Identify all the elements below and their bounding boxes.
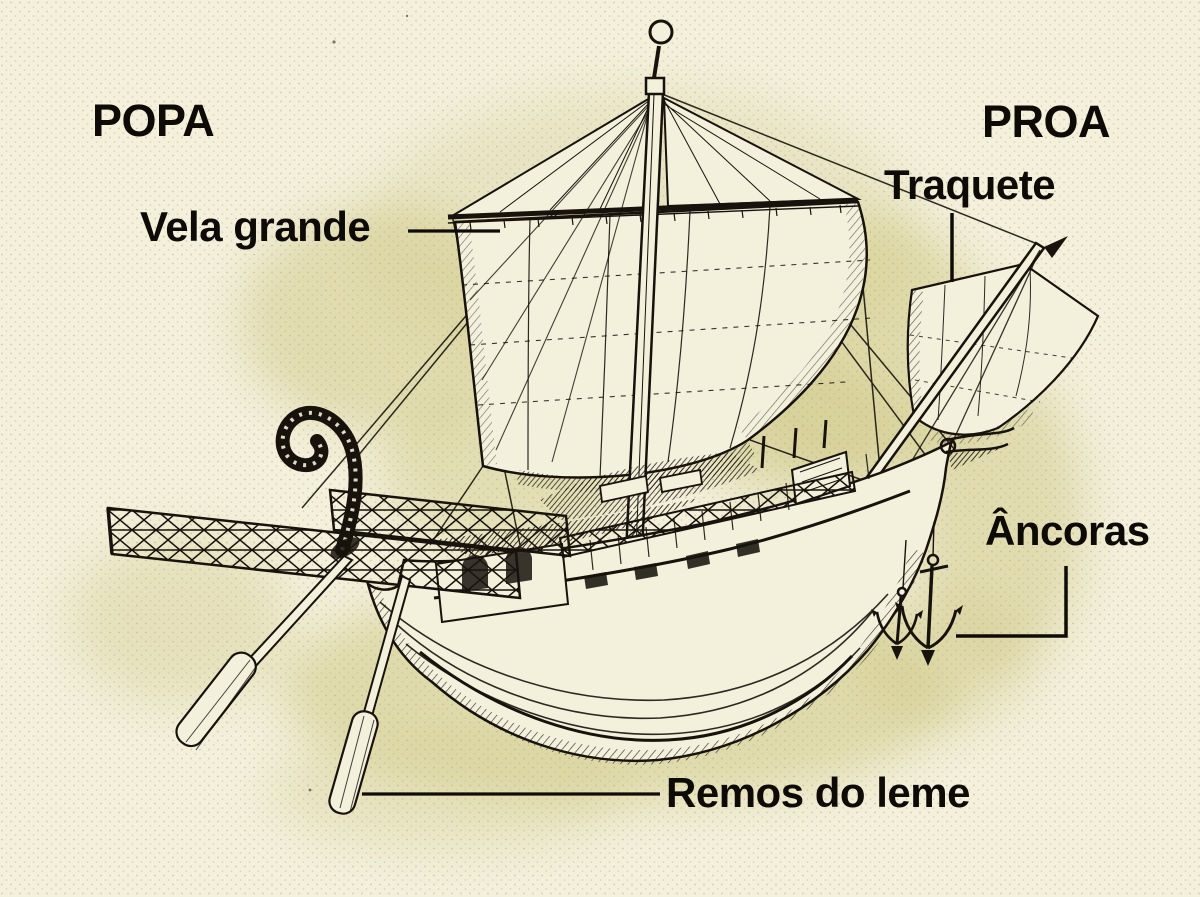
label-popa: POPA [92,95,215,146]
label-vela-grande: Vela grande [140,203,371,250]
steering-oars [175,554,412,815]
leader-lines [362,213,1068,796]
ship-engraving [106,14,1100,815]
hull-ports [584,539,760,589]
label-ancoras: Âncoras [985,507,1150,554]
paper-specks [308,14,409,792]
label-proa: PROA [982,96,1111,147]
anchors [871,521,963,666]
deck-railing [558,470,857,559]
fore-sail [844,236,1100,512]
ancoras-leader-line [956,566,1068,638]
masthead-ball [648,19,674,45]
stern-gallery [106,470,857,600]
swan-neck-ornament [275,405,363,559]
label-remos-do-leme: Remos do leme [666,769,970,816]
label-traquete: Traquete [884,161,1056,208]
